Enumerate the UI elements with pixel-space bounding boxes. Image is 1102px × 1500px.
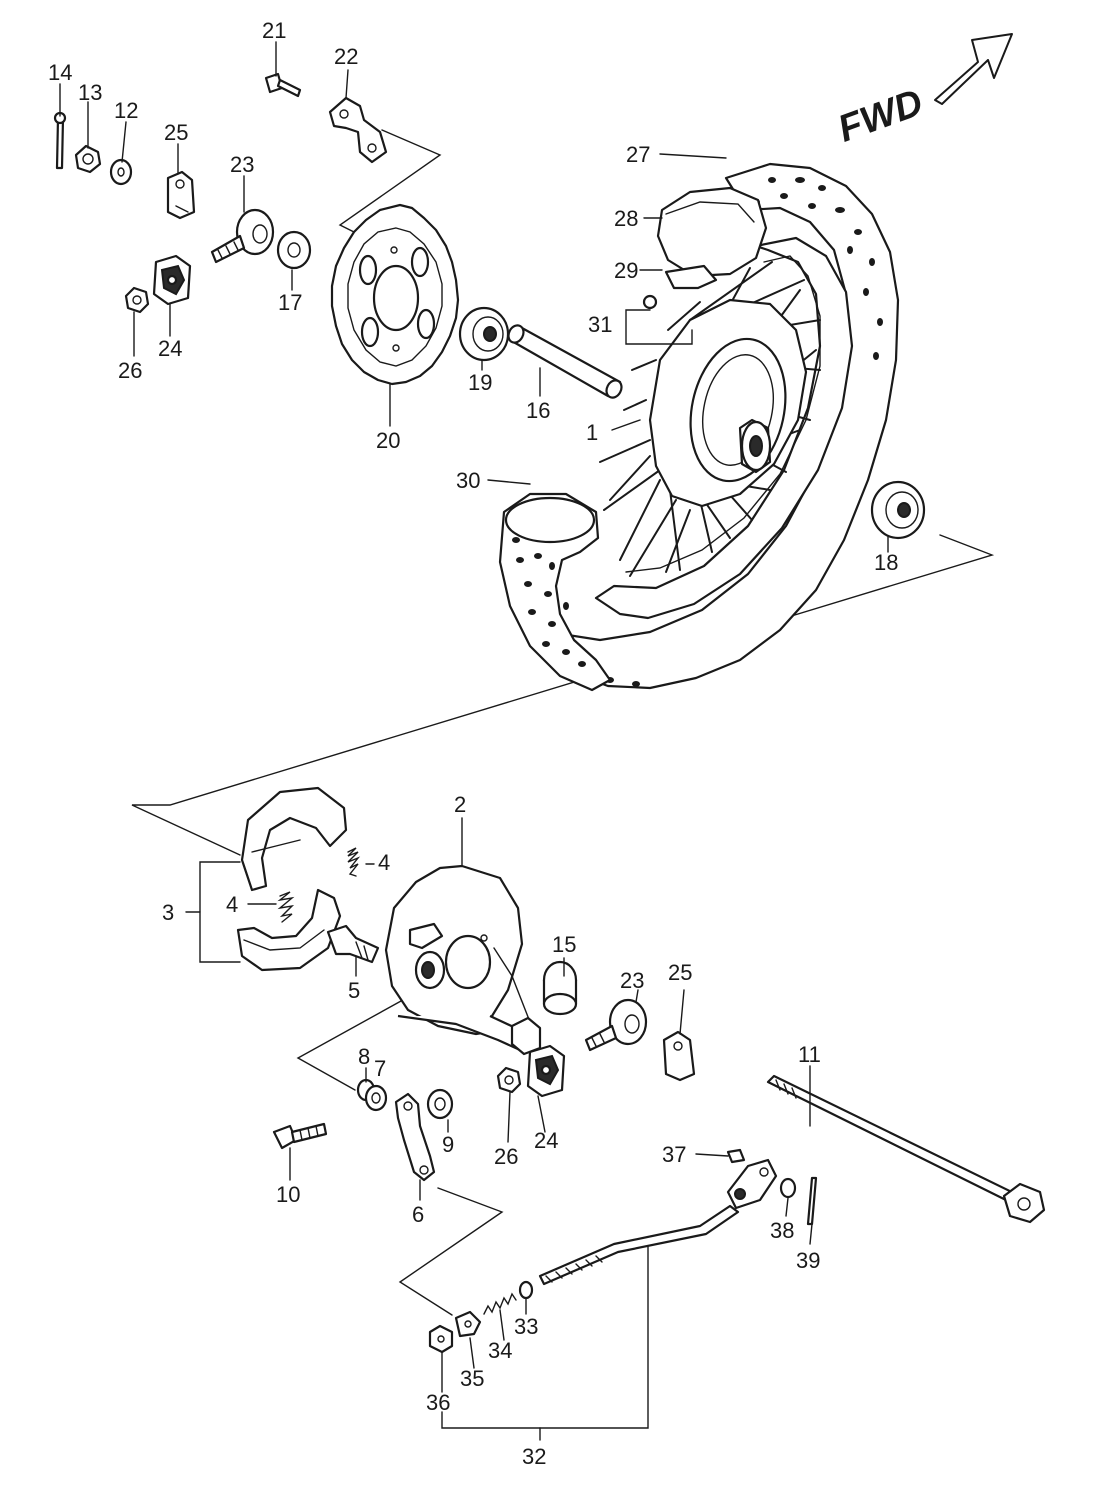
part-label-17: 17 <box>278 290 302 315</box>
part-label-22: 22 <box>334 44 358 69</box>
part-label-21: 21 <box>262 18 286 43</box>
fwd-label: FWD <box>833 82 929 151</box>
tire-tread-lower <box>512 537 586 667</box>
part-label-7: 7 <box>374 1056 386 1081</box>
washer-12 <box>109 158 133 186</box>
spring-4b <box>277 891 295 923</box>
part-label-16: 16 <box>526 398 550 423</box>
brake-cam-lever-6 <box>394 1092 436 1182</box>
part-label-20: 20 <box>376 428 400 453</box>
part-label-33: 33 <box>514 1314 538 1339</box>
chain-adjuster-23b <box>584 998 648 1052</box>
part-label-18: 18 <box>874 550 898 575</box>
part-label-25-lower: 25 <box>668 960 692 985</box>
part-label-38: 38 <box>770 1218 794 1243</box>
nut-26b <box>496 1066 522 1094</box>
spacer-tube-16 <box>507 324 623 399</box>
part-label-32: 32 <box>522 1444 546 1469</box>
chain-adjuster-plate-25b <box>662 1030 696 1082</box>
brake-shoes-3 <box>236 786 348 972</box>
axle-11 <box>766 1074 1046 1224</box>
bearing-18 <box>870 480 926 540</box>
part-label-27: 27 <box>626 142 650 167</box>
part-label-36: 36 <box>426 1390 450 1415</box>
part-label-6: 6 <box>412 1202 424 1227</box>
part-label-11: 11 <box>798 1042 821 1067</box>
lock-plate-22 <box>328 96 388 164</box>
part-label-35: 35 <box>460 1366 484 1391</box>
spring-34 <box>483 1292 517 1315</box>
part-labels: 14 13 12 21 22 25 23 17 24 26 20 19 16 1… <box>48 18 898 1469</box>
part-label-26-lower: 26 <box>494 1144 518 1169</box>
washer-7 <box>364 1084 388 1112</box>
chain-adjuster-plate-25a <box>166 170 196 220</box>
part-label-9: 9 <box>442 1132 454 1157</box>
part-label-5: 5 <box>348 978 360 1003</box>
brake-panel-2 <box>384 864 531 1052</box>
nut-9 <box>426 1088 454 1120</box>
part-label-39: 39 <box>796 1248 820 1273</box>
adjuster-block-24a <box>152 254 192 306</box>
part-label-13: 13 <box>78 80 102 105</box>
part-label-1: 1 <box>586 420 598 445</box>
bolt-10 <box>272 1122 328 1150</box>
cotter-pin-39 <box>806 1176 818 1226</box>
cotter-pin-14 <box>53 111 67 170</box>
leader-lines <box>59 41 889 1393</box>
rear-wheel-1 <box>534 162 900 690</box>
brake-rod-32 <box>538 1158 778 1286</box>
brake-cam-5 <box>326 924 380 964</box>
castle-nut-13 <box>74 144 102 174</box>
part-label-34: 34 <box>488 1338 512 1363</box>
spacer-17 <box>276 230 312 270</box>
part-label-8: 8 <box>358 1044 370 1069</box>
spring-4a <box>347 847 361 877</box>
rim-band-29 <box>664 264 718 290</box>
chain-adjuster-23a <box>210 208 275 264</box>
part-label-29: 29 <box>614 258 638 283</box>
valve-31 <box>642 294 658 310</box>
bearing-19 <box>458 306 510 362</box>
part-label-23-lower: 23 <box>620 968 644 993</box>
washer-38 <box>779 1177 797 1199</box>
part-label-26-upper: 26 <box>118 358 142 383</box>
nut-26a <box>124 286 150 314</box>
part-label-24-lower: 24 <box>534 1128 558 1153</box>
rear-sprocket-20 <box>330 203 460 386</box>
adjuster-block-24b <box>526 1044 566 1098</box>
part-label-4-upper: 4 <box>378 850 390 875</box>
tire-30 <box>498 492 612 692</box>
collar-15 <box>542 960 578 1016</box>
adjust-nut-36 <box>428 1324 454 1354</box>
part-label-2: 2 <box>454 792 466 817</box>
part-label-12: 12 <box>114 98 138 123</box>
pin-37 <box>726 1148 746 1164</box>
assembly-guide-lines <box>131 129 995 1441</box>
part-label-25-upper: 25 <box>164 120 188 145</box>
flange-plate <box>510 1016 542 1056</box>
part-label-24-upper: 24 <box>158 336 182 361</box>
part-label-23-upper: 23 <box>230 152 254 177</box>
inner-tube-28 <box>656 186 768 278</box>
washer-33 <box>518 1280 534 1300</box>
part-label-28: 28 <box>614 206 638 231</box>
part-label-30: 30 <box>456 468 480 493</box>
part-label-4-lower: 4 <box>226 892 238 917</box>
fwd-direction-arrow: FWD <box>833 33 1013 151</box>
part-label-10: 10 <box>276 1182 300 1207</box>
bolt-21 <box>264 72 302 98</box>
part-label-31: 31 <box>588 312 612 337</box>
part-label-37: 37 <box>662 1142 686 1167</box>
part-label-19: 19 <box>468 370 492 395</box>
part-label-14: 14 <box>48 60 72 85</box>
part-label-15: 15 <box>552 932 576 957</box>
part-label-3: 3 <box>162 900 174 925</box>
joint-35 <box>454 1310 482 1338</box>
